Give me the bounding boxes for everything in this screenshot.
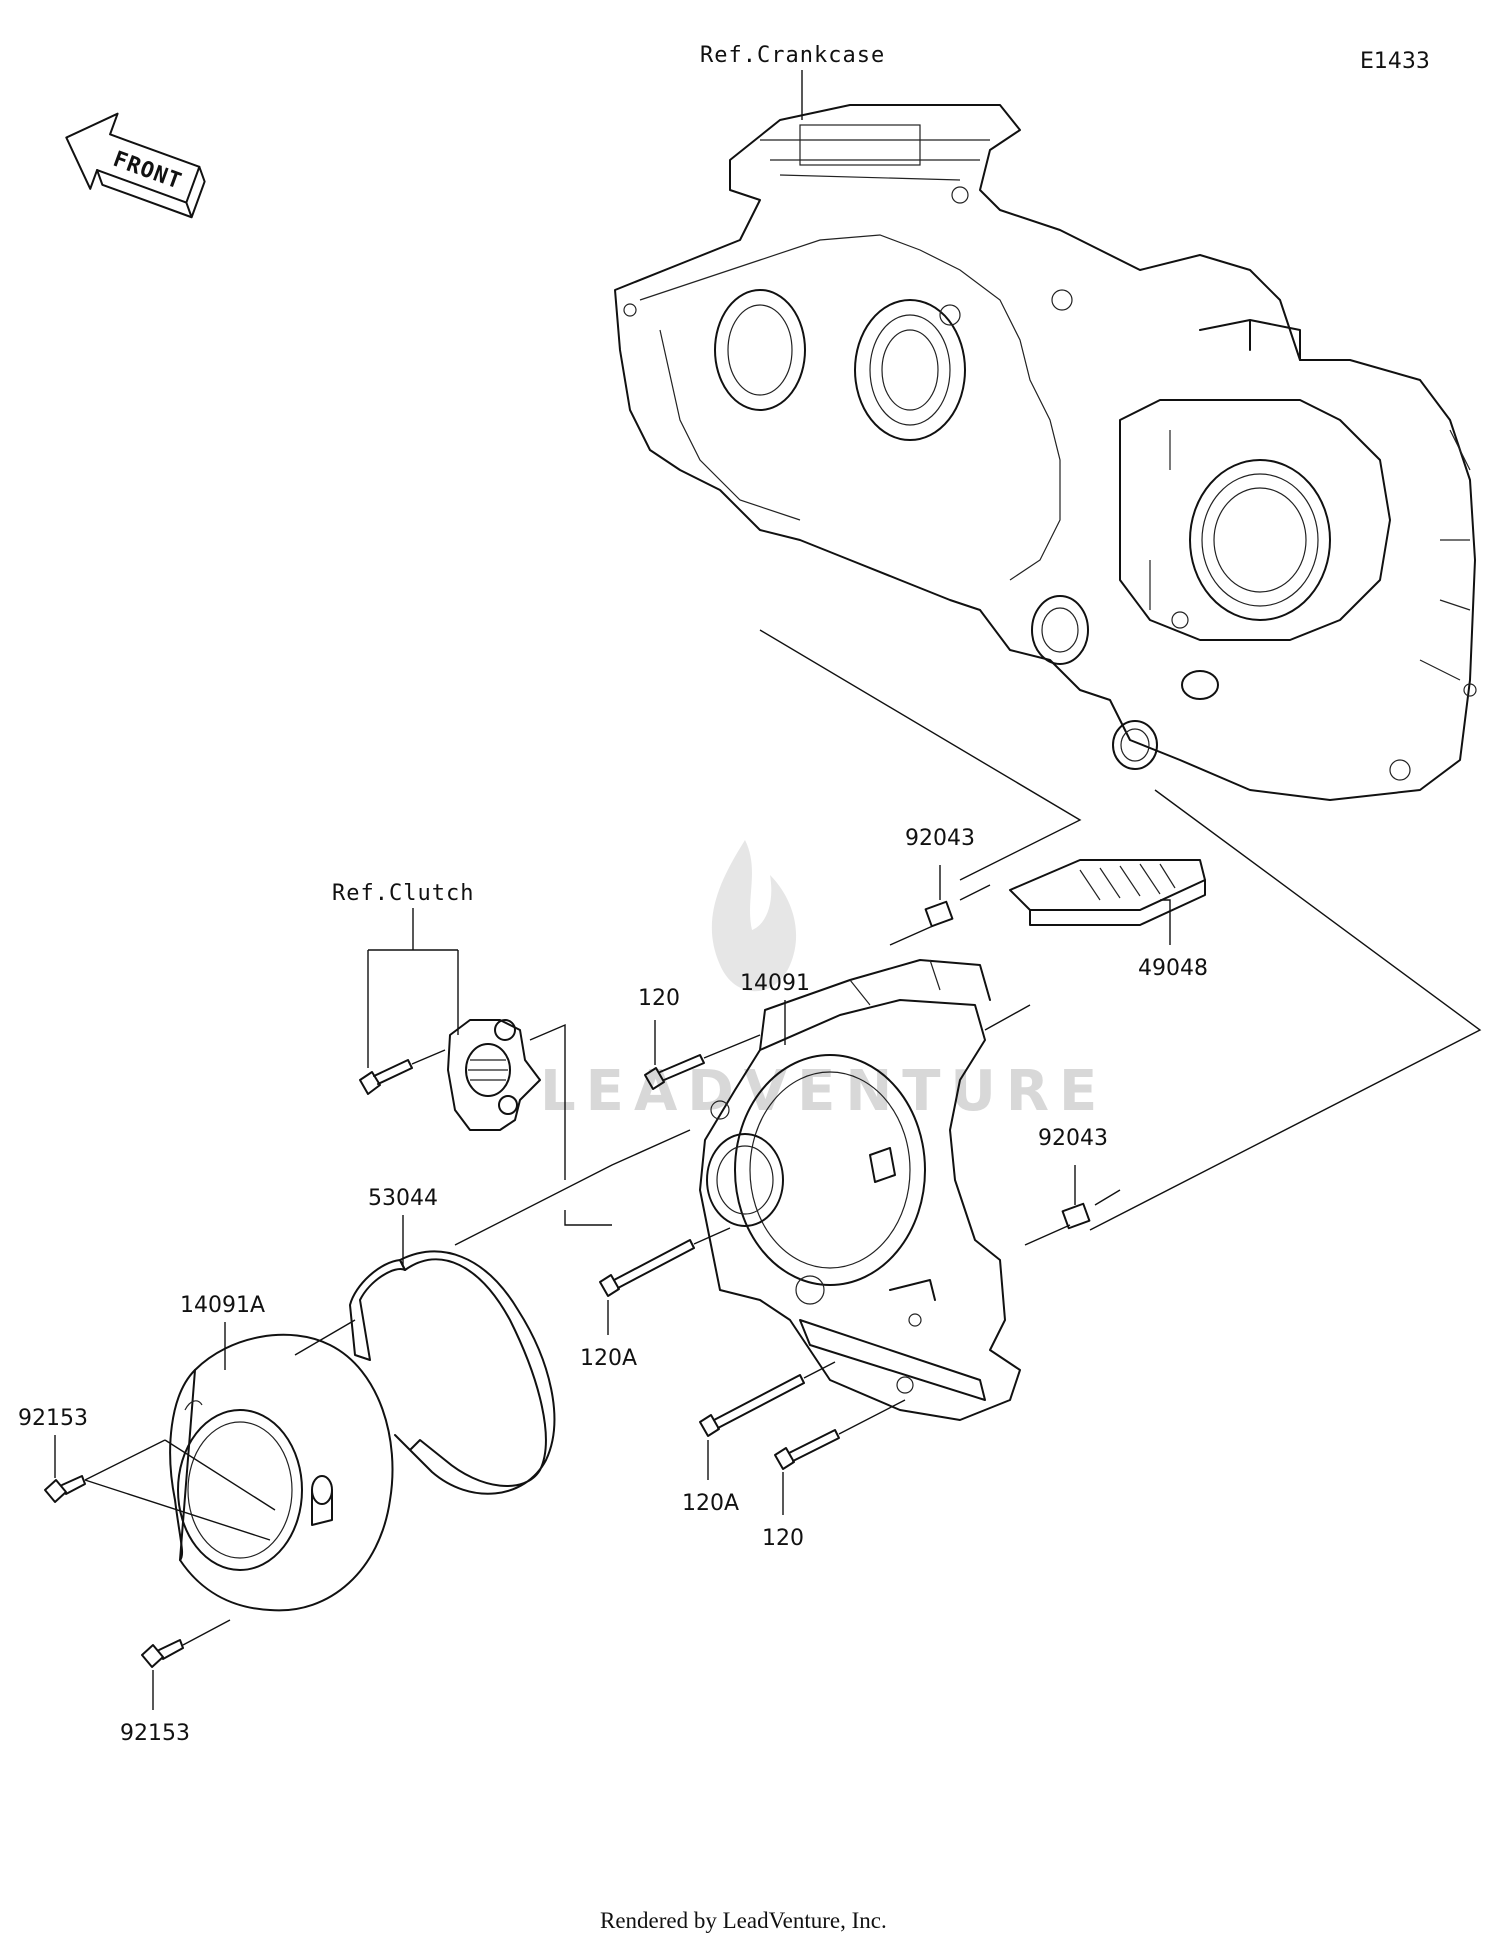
callout-120a-low-leader (707, 1361, 836, 1480)
part-92043-top-drawing (924, 900, 954, 928)
callout-92153-low-leader (152, 1619, 231, 1710)
callout-92043-right: 92043 (1038, 1126, 1108, 1151)
part-92153-top-screw-drawing (44, 1475, 86, 1503)
clutch-slave-cylinder-drawing (447, 1019, 541, 1131)
callout-92153-top: 92153 (18, 1406, 88, 1431)
diagram-code: E1433 (1360, 49, 1430, 74)
callout-92043-top-leader (889, 865, 991, 946)
watermark: LEADVENTURE (540, 840, 1107, 1124)
callout-14091a: 14091A (180, 1293, 265, 1318)
footer-credit: Rendered by LeadVenture, Inc. (600, 1908, 887, 1933)
callout-92043-right-leader (1024, 1165, 1121, 1246)
callout-120-low: 120 (762, 1526, 804, 1551)
callout-14091: 14091 (740, 971, 810, 996)
callout-49048-leader (984, 899, 1171, 1031)
callout-120-top-leader (654, 1020, 761, 1065)
part-120-top-bolt-drawing (644, 1054, 705, 1090)
crankcase-drawing (614, 104, 1477, 801)
callout-49048: 49048 (1138, 956, 1208, 981)
ref-crankcase-label: Ref.Crankcase (700, 43, 885, 68)
ref-clutch-label: Ref.Clutch (332, 881, 474, 906)
callout-92153-top-leader (54, 1435, 276, 1541)
part-53044-gasket-drawing (349, 1250, 556, 1495)
part-92043-right-drawing (1061, 1202, 1091, 1230)
watermark-text: LEADVENTURE (540, 1059, 1107, 1124)
clutch-bolt-drawing (359, 1049, 446, 1095)
crankcase-leader-b (1089, 789, 1482, 1231)
part-120-low-bolt-drawing (774, 1429, 840, 1470)
gasket-align-leader (454, 1129, 691, 1246)
callout-92153-low: 92153 (120, 1721, 190, 1746)
callout-92043-top: 92043 (905, 826, 975, 851)
callout-53044: 53044 (368, 1186, 438, 1211)
part-92153-low-screw-drawing (141, 1639, 184, 1668)
cover-align-leader (294, 1319, 356, 1356)
callout-120-top: 120 (638, 986, 680, 1011)
part-49048-drawing (1009, 859, 1206, 926)
front-arrow-icon: FRONT (65, 112, 206, 219)
crankcase-leader-a (759, 629, 1082, 881)
callout-120a-mid-leader (607, 1227, 731, 1335)
part-120a-mid-bolt-drawing (599, 1239, 695, 1297)
ref-clutch-leader (367, 908, 459, 1068)
callout-120a-low: 120A (682, 1491, 739, 1516)
callout-120a-mid: 120A (580, 1346, 637, 1371)
part-120a-low-bolt-drawing (699, 1374, 805, 1437)
clutch-mount-leader (529, 1023, 612, 1226)
part-14091a-cover-drawing (169, 1333, 394, 1612)
callout-120-low-leader (782, 1399, 906, 1515)
part-14091-cover-drawing (699, 959, 1021, 1421)
